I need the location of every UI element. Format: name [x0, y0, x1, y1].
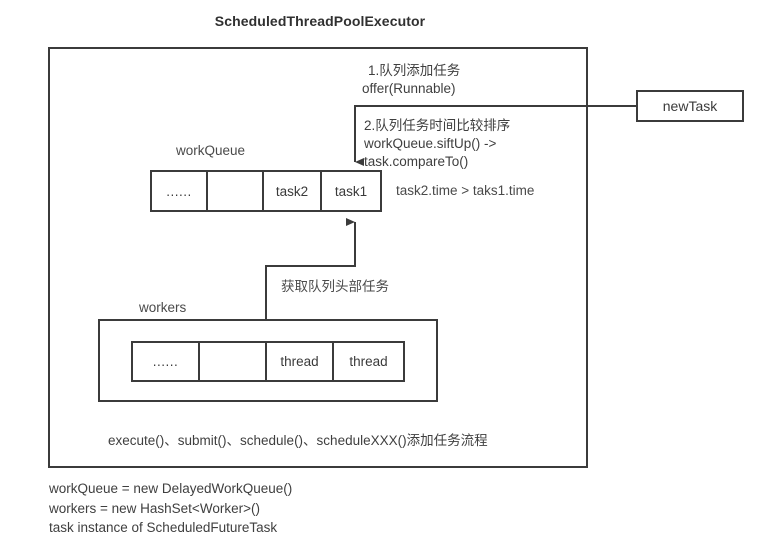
step-1-line-2: offer(Runnable) [362, 81, 456, 96]
workers-cell-1[interactable] [200, 343, 268, 380]
new-task-node[interactable]: newTask [636, 90, 744, 122]
workers-cells: ...... thread thread [131, 341, 405, 382]
work-queue-cells: ...... task2 task1 [150, 170, 382, 212]
footnote-line-2: workers = new HashSet<Worker>() [49, 500, 260, 516]
work-queue-cell-0[interactable]: ...... [152, 172, 209, 210]
page-title: ScheduledThreadPoolExecutor [214, 13, 426, 29]
work-queue-label: workQueue [176, 143, 246, 158]
workers-cell-3[interactable]: thread [349, 354, 388, 369]
executor-boundary-box [48, 47, 588, 468]
fetch-head-task-label: 获取队列头部任务 [281, 279, 389, 294]
work-queue-cell-1[interactable] [208, 172, 265, 210]
footnote-line-1: workQueue = new DelayedWorkQueue() [49, 481, 293, 496]
workers-cell-0[interactable]: ...... [133, 343, 201, 380]
work-queue-cell-2[interactable]: task2 [264, 172, 323, 210]
step-2-line-2: workQueue.siftUp() -> [364, 136, 497, 151]
footnotes: workQueue = new DelayedWorkQueue() worke… [49, 479, 292, 538]
footnote-line-3: task instance of ScheduledFutureTask [49, 520, 278, 535]
step-1-line-1: 1.队列添加任务 [368, 63, 461, 78]
bottom-flow-caption: execute()、submit()、schedule()、scheduleXX… [108, 433, 488, 448]
step-2-line-3: task.compareTo() [364, 154, 469, 169]
work-queue-cell-3[interactable]: task1 [334, 183, 368, 199]
step-2-line-1: 2.队列任务时间比较排序 [364, 118, 511, 133]
workers-cell-2[interactable]: thread [267, 343, 335, 380]
work-queue-annotation: task2.time > taks1.time [396, 183, 535, 198]
workers-label: workers [139, 300, 187, 315]
